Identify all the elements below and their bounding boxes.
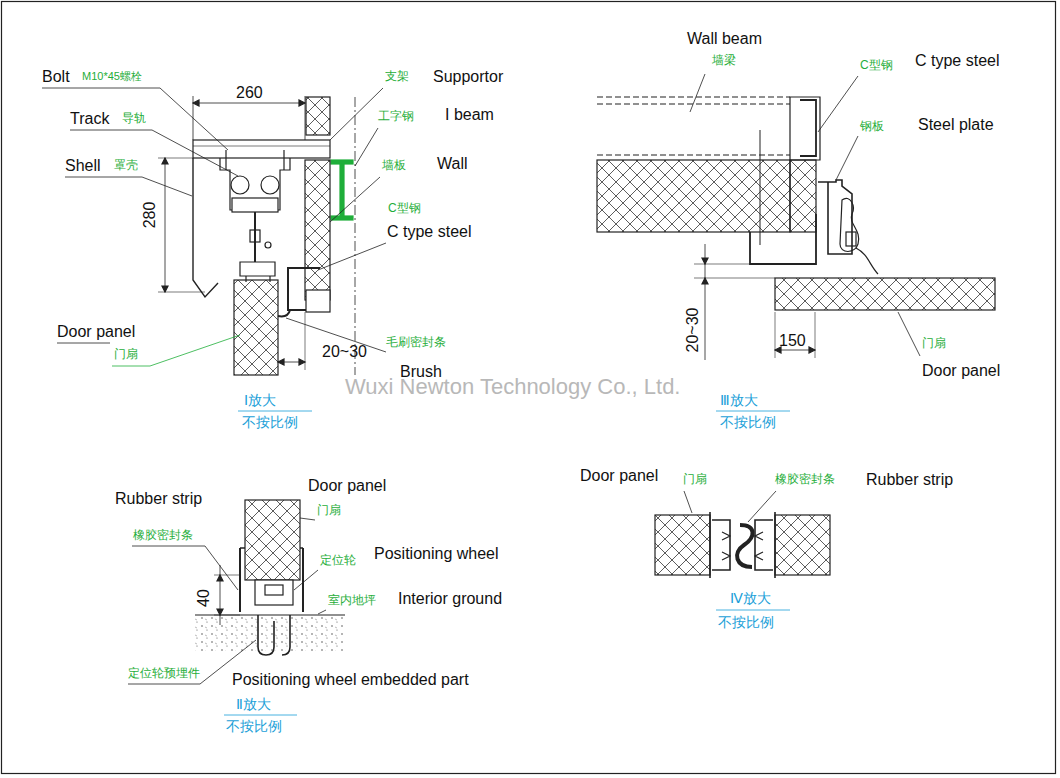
part-label-cn: 门扇	[114, 348, 138, 362]
part-label-cn: 定位轮	[320, 554, 356, 568]
watermark: Wuxi Newton Technology Co., Ltd.	[345, 374, 680, 399]
part-label: Rubber strip	[866, 471, 953, 489]
part-label-cn: 导轨	[122, 112, 146, 126]
part-label: Shell	[65, 157, 101, 175]
part-label-cn: 定位轮预埋件	[128, 667, 200, 681]
part-label-cn: 工字钢	[378, 110, 414, 124]
part-label: Positioning wheel embedded part	[232, 671, 469, 689]
part-label: Steel plate	[918, 116, 994, 134]
detail-caption: Ⅲ放大	[720, 392, 758, 408]
scale-note: 不按比例	[242, 414, 298, 430]
part-label: Door panel	[922, 362, 1000, 380]
scale-note: 不按比例	[226, 718, 282, 734]
part-label: Door panel	[57, 323, 135, 341]
part-label-cn: 支架	[385, 70, 409, 84]
leader-lines-two	[128, 518, 326, 684]
leader-lines-three	[690, 74, 920, 356]
scale-note: 不按比例	[718, 614, 774, 630]
part-label-cn: 门扇	[922, 337, 946, 351]
part-label: C type steel	[387, 223, 471, 241]
leader-lines-one	[42, 88, 386, 352]
part-label: Interior ground	[398, 590, 502, 608]
detail-one	[158, 96, 355, 411]
part-label: Rubber strip	[115, 490, 202, 508]
part-label-cn: C型钢	[860, 59, 893, 73]
part-label: Bolt	[42, 68, 70, 86]
part-label: Track	[70, 110, 109, 128]
part-label-cn: 橡胶密封条	[775, 473, 835, 487]
dimension: 280	[141, 202, 159, 229]
part-label: Wall	[437, 155, 468, 173]
part-label: Positioning wheel	[374, 545, 499, 563]
scale-note: 不按比例	[720, 414, 776, 430]
part-label-cn: 墙梁	[712, 54, 736, 68]
part-label-cn: 毛刷密封条	[386, 336, 446, 350]
detail-caption: Ⅳ放大	[730, 590, 771, 606]
dimension: 20~30	[322, 343, 367, 361]
detail-four	[655, 512, 830, 610]
part-label-cn: 门扇	[683, 473, 707, 487]
detail-caption: Ⅱ放大	[236, 696, 271, 712]
detail-caption: Ⅰ放大	[244, 392, 276, 408]
dimension: 40	[195, 589, 213, 607]
part-label-cn: 墙板	[382, 159, 406, 173]
part-label: Wall beam	[687, 30, 762, 48]
part-label: C type steel	[915, 52, 999, 70]
part-label-cn: C型钢	[388, 202, 421, 216]
dimension: 20~30	[684, 308, 702, 353]
leader-lines-four	[684, 491, 776, 522]
part-label: Supportor	[433, 68, 503, 86]
part-label-cn: M10*45螺栓	[82, 70, 142, 83]
dimension: 150	[779, 332, 806, 350]
part-label: Door panel	[308, 477, 386, 495]
part-label-cn: 橡胶密封条	[133, 529, 193, 543]
part-label-cn: 钢板	[860, 120, 884, 134]
part-label-cn: 罩壳	[114, 159, 138, 173]
part-label-cn: 室内地坪	[328, 594, 376, 608]
part-label-cn: 门扇	[317, 504, 341, 518]
dimension: 260	[236, 84, 263, 102]
part-label: I beam	[445, 106, 494, 124]
part-label: Door panel	[580, 467, 658, 485]
